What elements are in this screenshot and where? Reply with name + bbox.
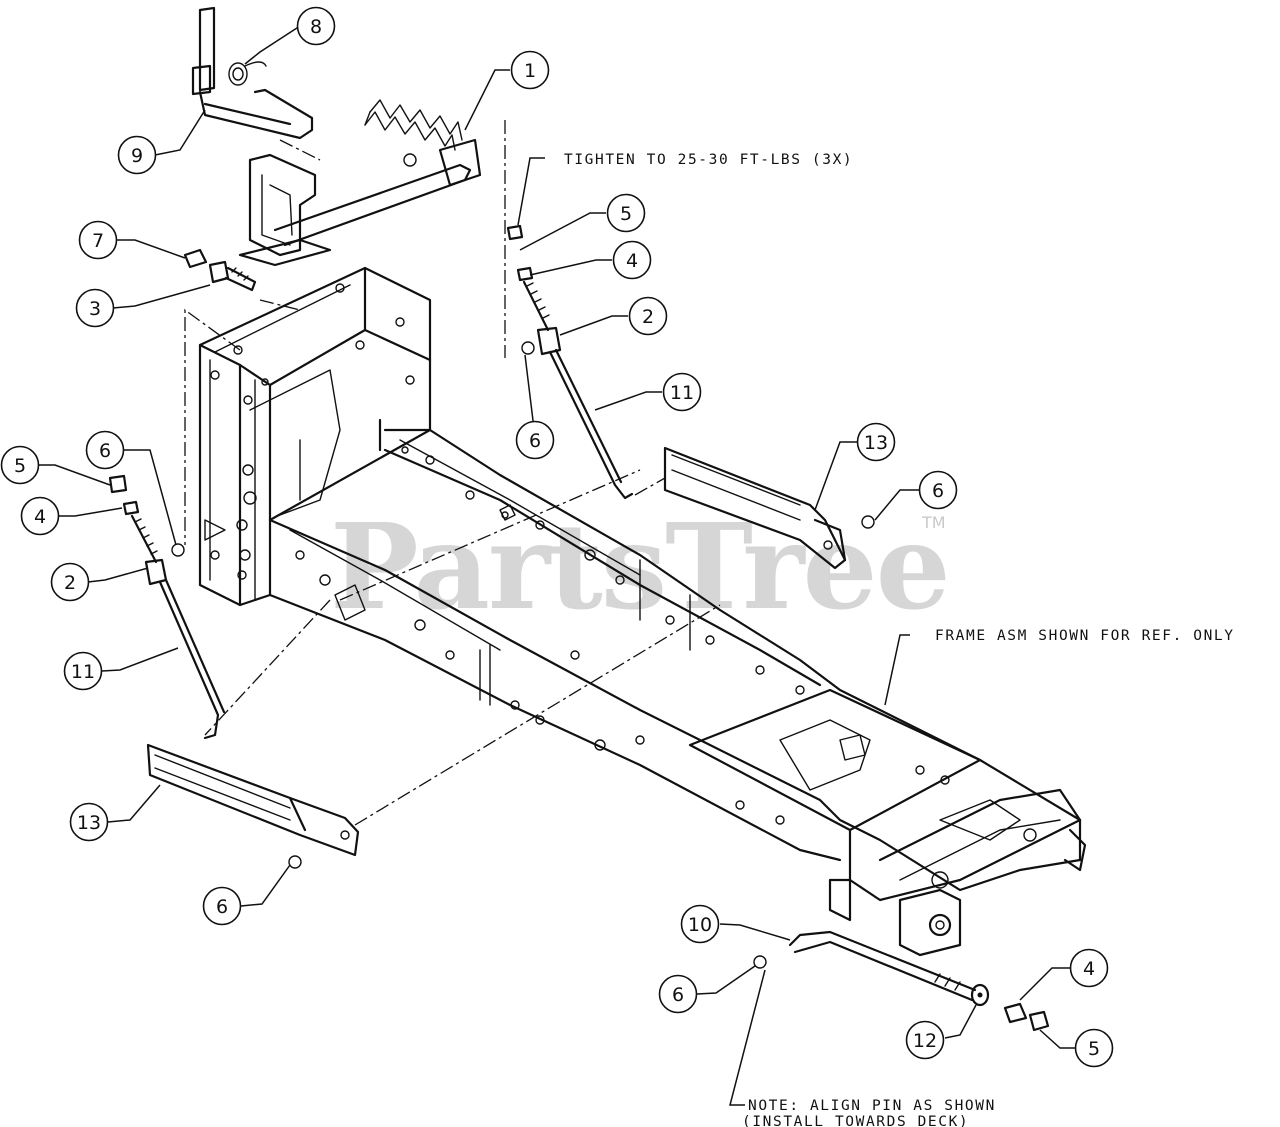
callout-11b: 11 <box>63 651 103 691</box>
callout-label: 5 <box>1088 1038 1100 1060</box>
callout-label: 1 <box>524 60 536 82</box>
callout-7: 7 <box>78 220 118 260</box>
callout-label: 5 <box>14 455 26 477</box>
left-hanger-bracket <box>146 743 360 869</box>
lift-handle-assembly <box>183 6 482 292</box>
callout-circle <box>680 904 720 944</box>
callout-circle <box>905 1020 945 1060</box>
leader-lines <box>38 25 1076 1106</box>
callout-circle <box>1074 1028 1114 1068</box>
callout-5a: 5 <box>606 193 646 233</box>
callout-label: 11 <box>71 661 95 683</box>
callout-label: 4 <box>34 506 46 528</box>
callout-13a: 13 <box>856 422 896 462</box>
left-lift-link <box>108 474 226 740</box>
callout-2b: 2 <box>50 562 90 602</box>
centerlines <box>184 120 721 826</box>
callout-label: 8 <box>310 16 322 38</box>
callout-circle <box>0 445 40 485</box>
callout-circle <box>117 135 157 175</box>
callout-9: 9 <box>117 135 157 175</box>
callout-circle <box>658 974 698 1014</box>
callout-label: 6 <box>672 984 684 1006</box>
callout-2a: 2 <box>628 296 668 336</box>
rear-rod-assembly <box>753 930 1050 1032</box>
callout-circle <box>1069 948 1109 988</box>
callout-circle <box>75 288 115 328</box>
callout-1: 1 <box>510 50 550 90</box>
callout-label: 9 <box>131 145 143 167</box>
callout-6c: 6 <box>85 430 125 470</box>
callout-6b: 6 <box>918 470 958 510</box>
align-note-line1: NOTE: ALIGN PIN AS SHOWN <box>748 1098 996 1114</box>
callout-label: 6 <box>216 896 228 918</box>
callout-circle <box>85 430 125 470</box>
callout-circle <box>606 193 646 233</box>
callout-label: 12 <box>913 1030 937 1052</box>
callout-label: 10 <box>688 914 712 936</box>
callout-circle <box>63 651 103 691</box>
callout-label: 11 <box>670 382 694 404</box>
callout-circle <box>202 886 242 926</box>
callout-3: 3 <box>75 288 115 328</box>
callout-circle <box>69 802 109 842</box>
callout-6e: 6 <box>658 974 698 1014</box>
callout-4c: 4 <box>1069 948 1109 988</box>
frame-note: FRAME ASM SHOWN FOR REF. ONLY <box>935 628 1235 644</box>
callout-circle <box>856 422 896 462</box>
callout-label: 3 <box>89 298 101 320</box>
callout-label: 6 <box>529 430 541 452</box>
callout-circle <box>612 240 652 280</box>
callout-label: 7 <box>92 230 104 252</box>
notes: TIGHTEN TO 25-30 FT-LBS (3X) FRAME ASM S… <box>564 152 1235 1127</box>
callout-4a: 4 <box>612 240 652 280</box>
watermark-tm: TM <box>921 513 946 532</box>
callout-label: 13 <box>77 812 101 834</box>
callout-6a: 6 <box>515 420 555 460</box>
callout-label: 6 <box>99 440 111 462</box>
frame-assembly <box>198 266 1087 957</box>
callout-4b: 4 <box>20 496 60 536</box>
align-note-line2: (INSTALL TOWARDS DECK) <box>742 1114 969 1127</box>
callout-circle <box>918 470 958 510</box>
callout-10: 10 <box>680 904 720 944</box>
callout-label: 2 <box>642 306 654 328</box>
callout-circle <box>515 420 555 460</box>
callout-5b: 5 <box>0 445 40 485</box>
callout-label: 6 <box>932 480 944 502</box>
callout-circle <box>628 296 668 336</box>
callout-circle <box>50 562 90 602</box>
callout-circle <box>510 50 550 90</box>
callout-13b: 13 <box>69 802 109 842</box>
callout-circle <box>78 220 118 260</box>
callout-12: 12 <box>905 1020 945 1060</box>
callout-label: 5 <box>620 203 632 225</box>
callout-layer: 8 1 9 5 7 4 3 2 11 6 13 6 6 5 4 2 11 13 6 10 6 4 12 5 <box>0 6 1114 1068</box>
callout-label: 4 <box>626 250 638 272</box>
callout-5c: 5 <box>1074 1028 1114 1068</box>
callout-circle <box>20 496 60 536</box>
callout-circle <box>662 372 702 412</box>
torque-note: TIGHTEN TO 25-30 FT-LBS (3X) <box>564 152 853 168</box>
callout-label: 4 <box>1083 958 1095 980</box>
callout-label: 2 <box>64 572 76 594</box>
callout-label: 13 <box>864 432 888 454</box>
callout-8: 8 <box>296 6 336 46</box>
callout-6d: 6 <box>202 886 242 926</box>
callout-11a: 11 <box>662 372 702 412</box>
callout-circle <box>296 6 336 46</box>
right-hanger-bracket <box>663 446 875 570</box>
right-lift-link <box>506 224 634 500</box>
